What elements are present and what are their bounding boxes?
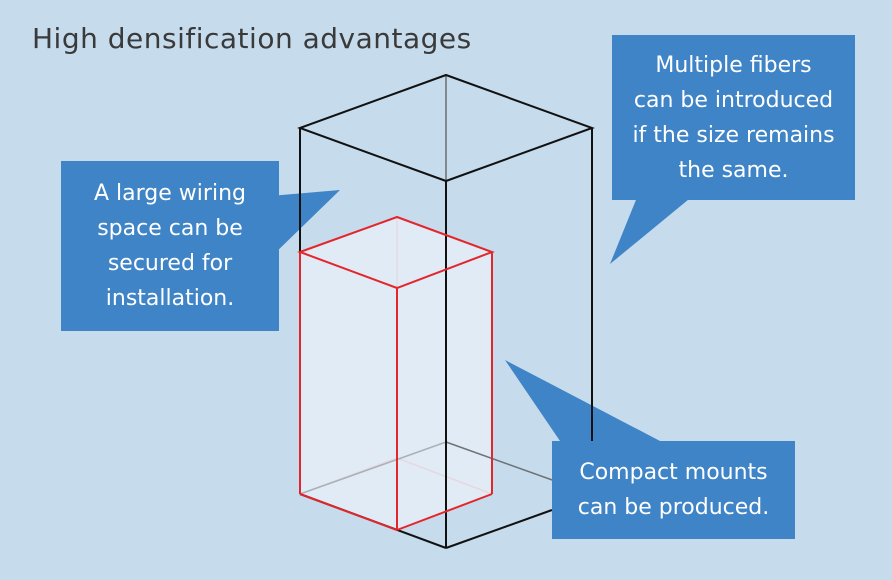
diagram-title: High densification advantages <box>32 22 472 55</box>
callout-multiple-fibers: Multiple fibers can be introduced if the… <box>612 35 855 200</box>
callout-compact-mounts-line: can be produced. <box>577 495 770 520</box>
callout-bottom-box <box>552 441 795 539</box>
inner-box-edges <box>297 215 495 531</box>
callout-compact-mounts-line: Compact mounts <box>579 460 768 485</box>
callout-right-box <box>612 35 855 200</box>
callout-multiple-fibers-line: the same. <box>678 157 789 183</box>
callout-right-pointer <box>610 190 700 264</box>
callout-left-box <box>61 161 279 331</box>
callout-multiple-fibers-line: can be introduced <box>633 87 834 113</box>
callout-wiring-space-line: A large wiring <box>94 181 246 206</box>
callout-wiring-space-line: secured for <box>107 251 233 276</box>
callout-multiple-fibers-line: if the size remains <box>632 122 835 148</box>
callout-multiple-fibers-line: Multiple fibers <box>655 52 812 78</box>
callout-wiring-space: A large wiring space can be secured for … <box>61 161 279 331</box>
callout-left-pointer <box>270 190 340 258</box>
callout-bottom-pointer <box>505 360 660 441</box>
callout-wiring-space-line: installation. <box>105 286 235 311</box>
callout-compact-mounts: Compact mounts can be produced. <box>552 441 795 539</box>
callout-wiring-space-line: space can be <box>97 216 243 241</box>
